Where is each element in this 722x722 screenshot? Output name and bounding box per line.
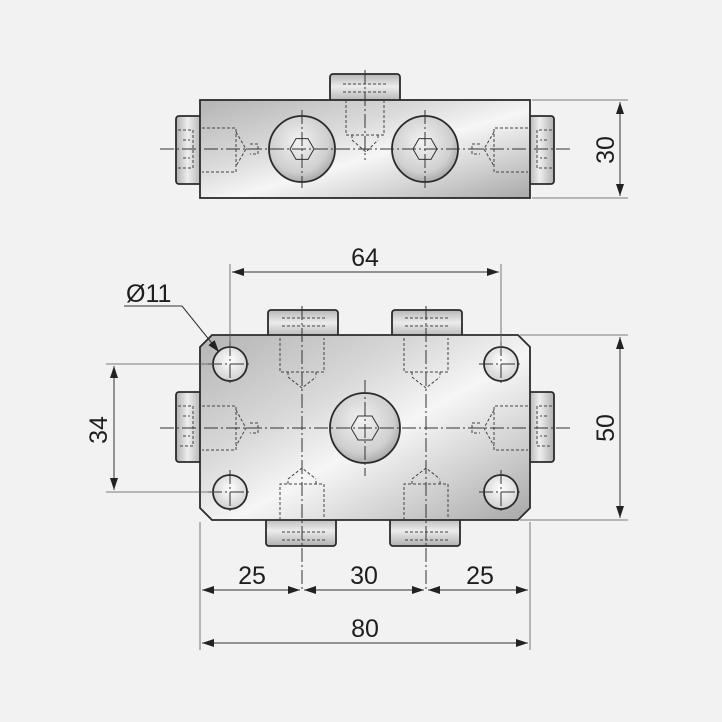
front-bottom-boss-left (265, 517, 337, 547)
front-right-boss (527, 391, 555, 463)
dim-top-height: 30 (592, 136, 620, 164)
front-top-boss-right (391, 309, 463, 339)
dim-vertical-hole-spacing: 34 (85, 416, 113, 444)
dim-hole-diameter: Ø11 (126, 280, 171, 308)
dim-center-spacing: 30 (350, 562, 378, 590)
dim-left-offset: 25 (238, 562, 266, 590)
right-boss-top-view (527, 115, 555, 185)
dim-body-height: 50 (592, 414, 620, 442)
dim-overall-width: 80 (351, 615, 379, 643)
front-view: 64 Ø11 34 50 25 30 25 80 (85, 244, 628, 650)
front-top-boss-left (267, 309, 339, 339)
left-boss-top-view (175, 115, 203, 185)
dim-hole-spacing: 64 (351, 244, 379, 272)
top-view: 30 (160, 70, 628, 199)
dim-right-offset: 25 (466, 562, 494, 590)
front-left-boss (175, 391, 203, 463)
